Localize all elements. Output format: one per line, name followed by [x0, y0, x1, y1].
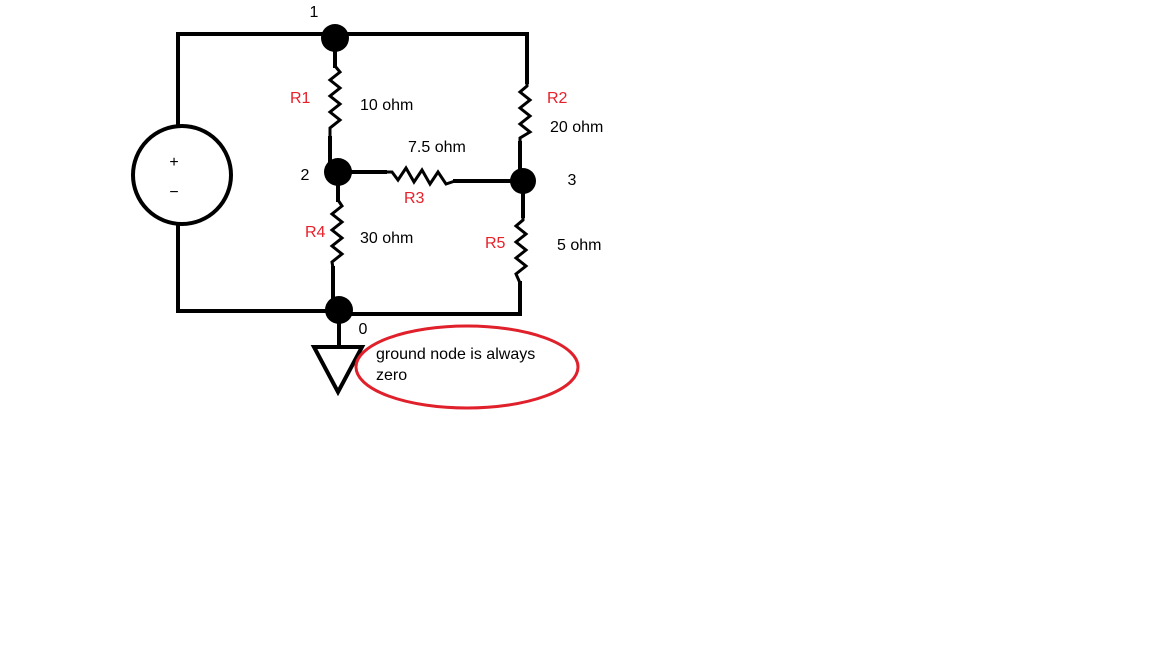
resistor-r4-name: R4 [305, 224, 326, 241]
node-2-dot [324, 158, 352, 186]
ground-symbol-icon [310, 345, 366, 397]
node-0-dot [325, 296, 353, 324]
node-2-label: 2 [301, 167, 310, 184]
resistor-r4-value: 30 ohm [360, 230, 413, 247]
resistor-r5-value: 5 ohm [557, 237, 601, 254]
voltage-source: + − [131, 124, 233, 226]
resistor-r1-value: 10 ohm [360, 97, 413, 114]
resistor-r3-zigzag [385, 165, 456, 187]
node-0-label: 0 [359, 321, 368, 338]
node-1-label: 1 [310, 4, 319, 21]
voltage-source-circle [131, 124, 233, 226]
annotation-line-2: zero [376, 367, 407, 384]
node-3-label: 3 [568, 172, 577, 189]
resistor-r2-name: R2 [547, 90, 568, 107]
node-1-dot [321, 24, 349, 52]
source-minus-sign: − [169, 184, 178, 201]
resistor-r5-zigzag [513, 216, 529, 284]
annotation-line-1: ground node is always [376, 346, 535, 363]
resistor-r5-name: R5 [485, 235, 506, 252]
resistor-r2-zigzag [517, 82, 533, 143]
resistor-r3-value: 7.5 ohm [408, 139, 466, 156]
resistor-r1-name: R1 [290, 90, 311, 107]
resistor-r1-zigzag [327, 65, 343, 138]
source-plus-sign: + [169, 154, 178, 171]
resistor-r4-zigzag [329, 199, 345, 269]
node-3-dot [510, 168, 536, 194]
resistor-r3-name: R3 [404, 190, 425, 207]
annotation-highlight-ellipse [354, 324, 580, 410]
resistor-r2-value: 20 ohm [550, 119, 603, 136]
